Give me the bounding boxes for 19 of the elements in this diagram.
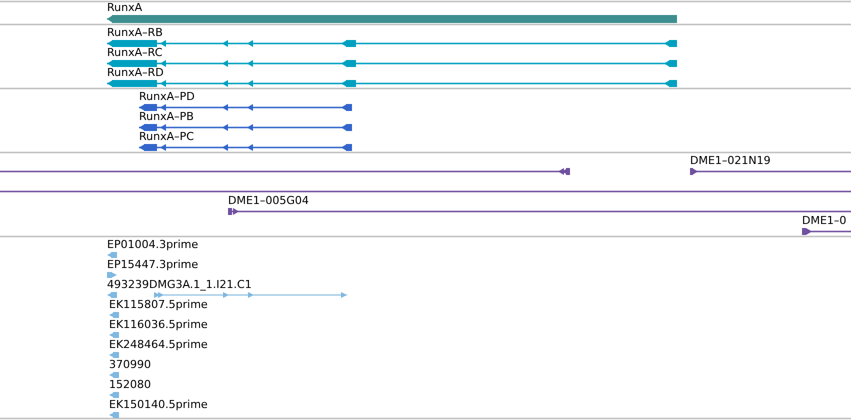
feature-label: 152080: [109, 378, 151, 391]
feature-label: RunxA–PD: [139, 90, 195, 103]
feature-label: EK115807.5prime: [109, 298, 208, 311]
feature-label: 370990: [109, 358, 151, 371]
feature-label: RunxA–RB: [107, 26, 163, 39]
feature-label: EK116036.5prime: [109, 318, 208, 331]
feature-label: RunxA–PB: [139, 110, 194, 123]
feature-label: RunxA–RC: [107, 46, 162, 59]
feature-label: EP15447.3prime: [107, 258, 198, 271]
feature-label: RunxA: [107, 1, 142, 14]
feature-label: DME1–021N19: [690, 154, 771, 167]
feature-label: RunxA–PC: [139, 130, 194, 143]
feature-label: DME1–005G04: [228, 194, 309, 207]
feature-label: DME1–0: [802, 214, 846, 227]
feature-label: 493239DMG3A.1_1.I21.C1: [107, 278, 252, 291]
feature-label: RunxA–RD: [107, 66, 164, 79]
feature-label: EK150140.5prime: [109, 398, 208, 411]
feature-label: EP01004.3prime: [107, 238, 198, 251]
feature-label: EK248464.5prime: [109, 338, 208, 351]
